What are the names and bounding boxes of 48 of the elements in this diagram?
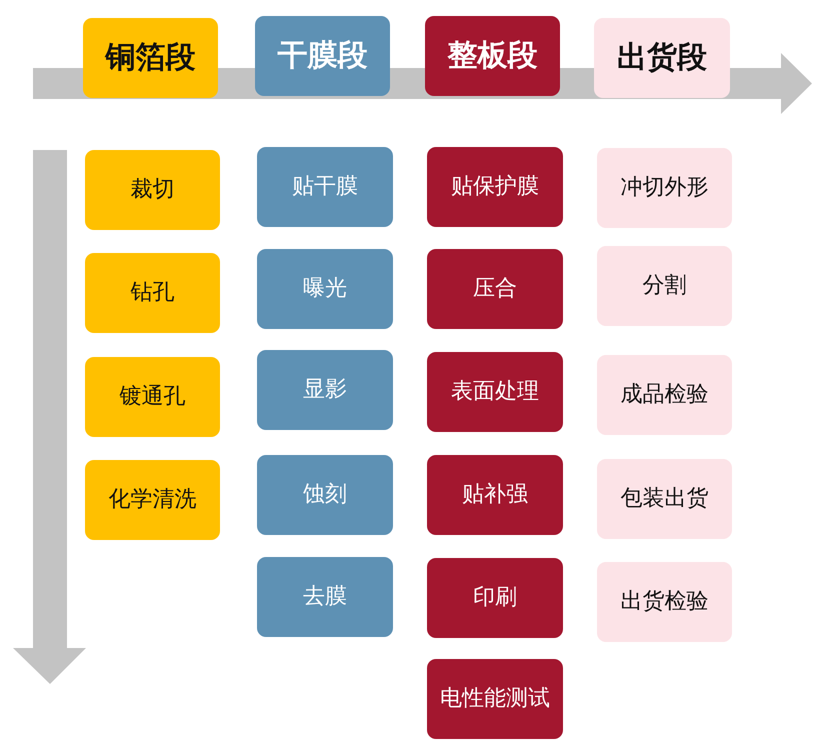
step-box bbox=[85, 357, 220, 437]
step-box bbox=[597, 459, 732, 539]
step-box bbox=[427, 249, 563, 329]
step-box bbox=[597, 148, 732, 228]
step-box bbox=[427, 659, 563, 739]
step-label: 贴保护膜 bbox=[451, 174, 539, 200]
step-box bbox=[257, 147, 393, 227]
step-label: 显影 bbox=[303, 377, 347, 403]
step-label: 钻孔 bbox=[130, 280, 174, 306]
step-box bbox=[257, 249, 393, 329]
step-box bbox=[85, 460, 220, 540]
step-box bbox=[427, 147, 563, 227]
step-label: 镀通孔 bbox=[120, 384, 186, 410]
step-label: 出货检验 bbox=[620, 589, 708, 615]
step-label: 去膜 bbox=[303, 584, 347, 610]
step-label: 表面处理 bbox=[451, 379, 539, 405]
phase-box bbox=[594, 18, 730, 98]
step-box bbox=[427, 455, 563, 535]
step-label: 曝光 bbox=[303, 276, 347, 302]
step-label: 裁切 bbox=[130, 177, 174, 203]
step-box bbox=[257, 455, 393, 535]
phase-box bbox=[83, 18, 218, 98]
phase-label: 铜箔段 bbox=[106, 40, 196, 76]
step-box bbox=[427, 352, 563, 432]
step-label: 压合 bbox=[473, 276, 517, 302]
step-label: 贴干膜 bbox=[292, 174, 358, 200]
step-box bbox=[597, 355, 732, 435]
phase-box bbox=[425, 16, 560, 96]
step-label: 蚀刻 bbox=[303, 482, 347, 508]
step-label: 化学清洗 bbox=[108, 487, 196, 513]
step-label: 分割 bbox=[642, 273, 686, 299]
step-label: 冲切外形 bbox=[620, 175, 708, 201]
step-box bbox=[85, 253, 220, 333]
step-box bbox=[85, 150, 220, 230]
step-box bbox=[427, 558, 563, 638]
phase-label: 出货段 bbox=[617, 40, 707, 76]
step-label: 包装出货 bbox=[620, 486, 708, 512]
phase-label: 干膜段 bbox=[278, 38, 368, 74]
step-label: 贴补强 bbox=[462, 482, 528, 508]
step-box bbox=[597, 246, 732, 326]
phase-box bbox=[255, 16, 390, 96]
step-label: 电性能测试 bbox=[440, 686, 550, 712]
step-box bbox=[597, 562, 732, 642]
step-label: 印刷 bbox=[473, 585, 517, 611]
step-box bbox=[257, 350, 393, 430]
phase-label: 整板段 bbox=[448, 38, 538, 74]
step-box bbox=[257, 557, 393, 637]
step-label: 成品检验 bbox=[620, 382, 708, 408]
